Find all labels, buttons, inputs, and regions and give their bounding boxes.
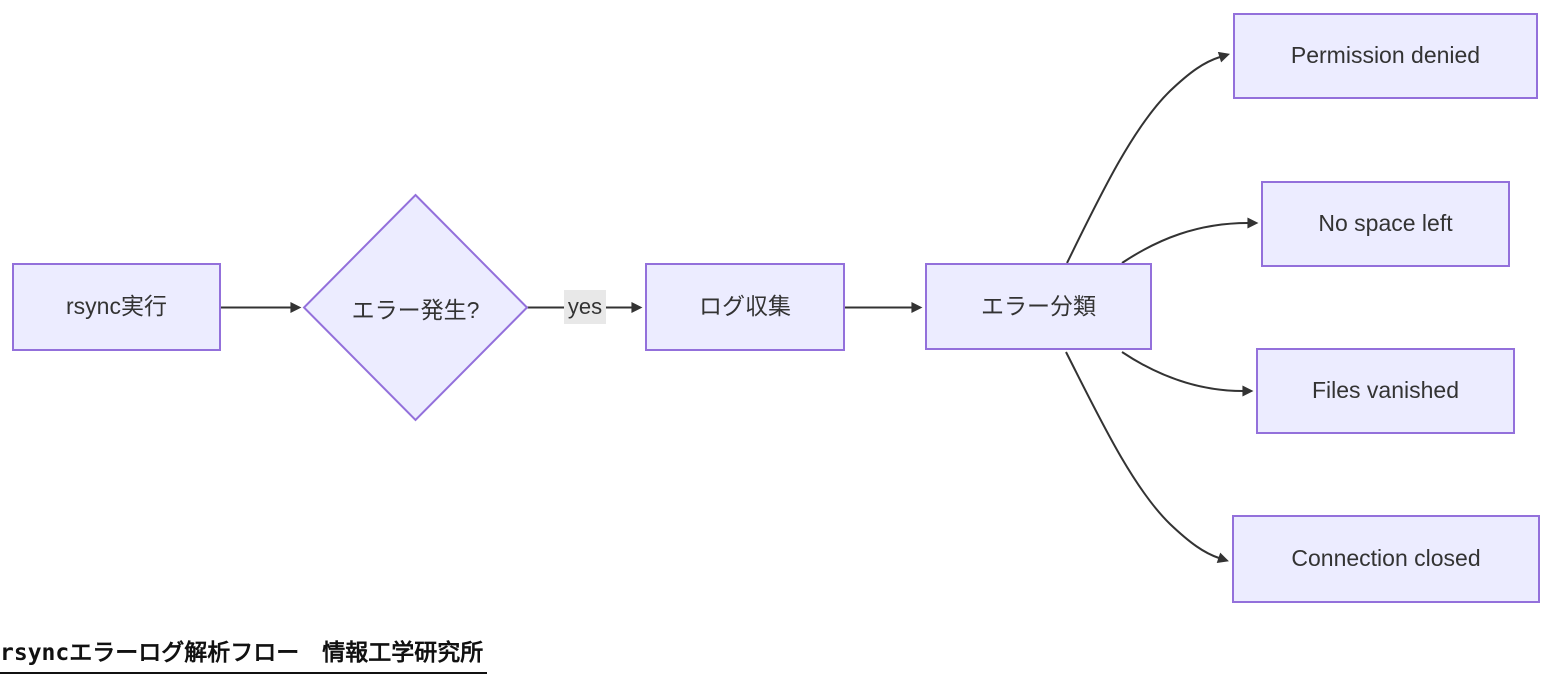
node-no-space-left: No space left xyxy=(1261,181,1510,267)
node-permission-denied-label: Permission denied xyxy=(1290,42,1481,69)
node-error-classify-label: エラー分類 xyxy=(981,292,1096,319)
edge-classify-to-files-vanished xyxy=(1121,351,1254,397)
node-permission-denied: Permission denied xyxy=(1233,13,1538,99)
node-error-decision: エラー発生? xyxy=(304,195,527,420)
edge-classify-to-no-space-left xyxy=(1121,217,1259,264)
diagram-caption: rsyncエラーログ解析フロー 情報工学研究所 xyxy=(0,633,488,674)
node-files-vanished: Files vanished xyxy=(1256,348,1515,434)
node-error-decision-label: エラー発生? xyxy=(351,296,480,323)
node-log-collect: ログ収集 xyxy=(645,263,845,351)
decision-diamond xyxy=(302,193,529,422)
node-log-collect-label: ログ収集 xyxy=(699,293,791,320)
node-connection-closed-label: Connection closed xyxy=(1291,545,1481,572)
edge-label-yes: yes xyxy=(564,290,606,324)
node-files-vanished-label: Files vanished xyxy=(1311,377,1460,404)
node-rsync-exec: rsync実行 xyxy=(12,263,221,351)
node-no-space-left-label: No space left xyxy=(1318,210,1453,237)
node-error-classify: エラー分類 xyxy=(925,263,1152,350)
edge-classify-to-permission-denied xyxy=(1066,51,1230,264)
edge-label-yes-text: yes xyxy=(567,294,603,319)
node-rsync-exec-label: rsync実行 xyxy=(66,293,167,320)
edge-classify-to-connection-closed xyxy=(1065,351,1229,564)
node-connection-closed: Connection closed xyxy=(1232,515,1540,603)
